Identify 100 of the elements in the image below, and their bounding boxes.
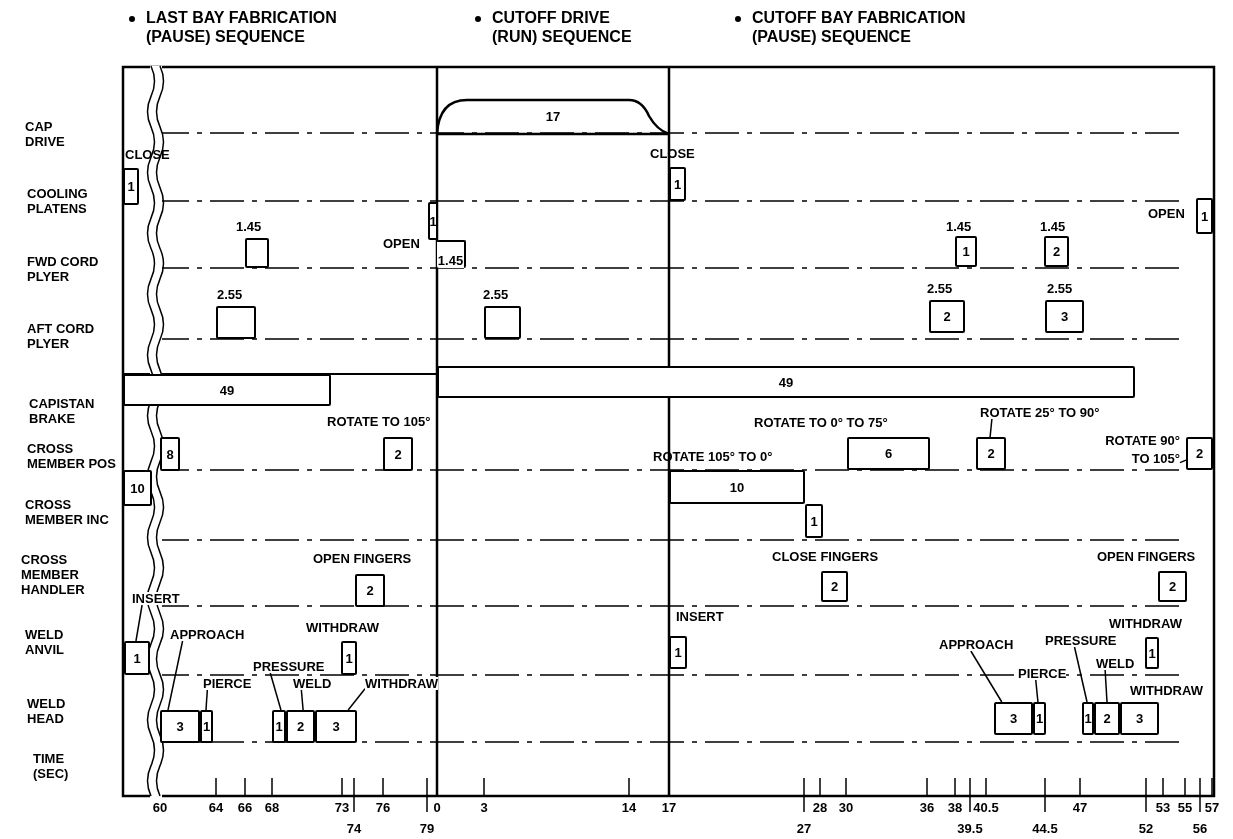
leader-line [989,418,993,438]
row-label: TIME (SEC) [33,752,70,782]
step-box: 2 [1094,702,1120,735]
leader-line [167,640,184,711]
leader-line [269,672,282,711]
step-box: 2 [286,710,315,743]
tick-label: 40.5 [973,801,999,814]
step-box: 2 [355,574,385,607]
event-label: 1.45 [236,220,262,233]
step-label: WELD [293,677,332,690]
tick-label: 56 [1192,822,1208,835]
event-label: OPEN [1148,207,1185,220]
tick-label: 66 [237,801,253,814]
row-label: FWD CORD PLYER [27,255,100,285]
leader-line [1073,646,1088,703]
event-label: OPEN FINGERS [313,552,412,565]
step-label: PRESSURE [1045,634,1117,647]
step-box: 1 [341,641,357,675]
step-box: 2 [821,571,848,602]
row-label: CAP DRIVE [25,120,66,150]
leader-line [205,689,209,711]
leader-line [1179,459,1187,464]
tick-label: 30 [838,801,854,814]
step-box: 3 [994,702,1033,735]
step-box: 2 [1186,437,1213,470]
tick-label: 73 [334,801,350,814]
event-label: OPEN FINGERS [1097,550,1196,563]
step-box [484,306,521,339]
step-box: 3 [1120,702,1159,735]
step-label: APPROACH [939,638,1014,651]
step-label: PRESSURE [253,660,325,673]
step-box: 1 [1145,637,1159,669]
event-label: WITHDRAW [1130,684,1203,697]
row-label: AFT CORD PLYER [27,322,96,352]
event-label: 2.55 [483,288,509,301]
tick-label: 76 [375,801,391,814]
duration-bar: 49 [437,366,1135,398]
tick-label: 57 [1204,801,1220,814]
section-heading: LAST BAY FABRICATION (PAUSE) SEQUENCE [146,8,338,47]
event-label: 1.45 [1040,220,1066,233]
tick-label: 74 [346,822,362,835]
step-box: 8 [160,437,180,471]
step-box: 2 [383,437,413,471]
step-label: ROTATE 90° TO 105° [1092,432,1180,469]
step-label: INSERT [132,592,180,605]
section-heading: CUTOFF BAY FABRICATION (PAUSE) SEQUENCE [752,8,967,47]
tick-label: 39.5 [957,822,983,835]
step-box: 1 [428,202,438,240]
step-label: ROTATE 25° TO 90° [980,406,1100,419]
event-label: WITHDRAW [306,621,379,634]
event-label: 2.55 [927,282,953,295]
tick-label: 79 [419,822,435,835]
leader-line [300,689,304,711]
event-label: CLOSE FINGERS [772,550,879,563]
step-box: 2 [1158,571,1187,602]
tick-label: 3 [480,801,488,814]
tick-label: 44.5 [1032,822,1058,835]
step-label: PIERCE [203,677,252,690]
tick-label: 0 [433,801,441,814]
event-label: INSERT [676,610,724,623]
step-box [245,238,269,268]
leader-line [970,650,1003,703]
tick-label: 47 [1072,801,1088,814]
row-label: CAPISTAN BRAKE [29,397,96,427]
step-label: APPROACH [170,628,245,641]
step-box: 1 [955,236,977,267]
step-box [216,306,256,339]
tick-label: 17 [661,801,677,814]
step-box: 10 [123,470,152,506]
step-box: 2 [976,437,1006,470]
section-heading: CUTOFF DRIVE (RUN) SEQUENCE [492,8,633,47]
tick-label: 36 [919,801,935,814]
row-label: WELD HEAD [27,697,67,727]
step-box: 6 [847,437,930,470]
drive-curve: 17 [437,98,669,134]
tick-label: 68 [264,801,280,814]
duration-bar: 49 [123,374,331,406]
step-label: WITHDRAW [365,677,438,690]
event-label: ROTATE TO 105° [327,415,431,428]
row-label: CROSS MEMBER POS [27,442,117,472]
step-box: 1 [1033,702,1046,735]
step-box: 1 [805,504,823,538]
event-label: 2.55 [1047,282,1073,295]
step-label: WELD [1096,657,1135,670]
step-label: PIERCE [1018,667,1067,680]
step-box: 3 [160,710,200,743]
step-box: 3 [315,710,357,743]
step-box: 2 [1044,236,1069,267]
leader-line [1104,669,1108,703]
row-label: WELD ANVIL [25,628,65,658]
row-label: CROSS MEMBER HANDLER [21,553,86,598]
step-box: 1 [272,710,286,743]
tick-label: 52 [1138,822,1154,835]
tick-label: 28 [812,801,828,814]
step-box: 1 [200,710,213,743]
event-label: 2.55 [217,288,243,301]
leader-line [347,687,366,711]
step-box: 1 [123,168,139,205]
event-label: 1.45 [946,220,972,233]
tick-label: 38 [947,801,963,814]
